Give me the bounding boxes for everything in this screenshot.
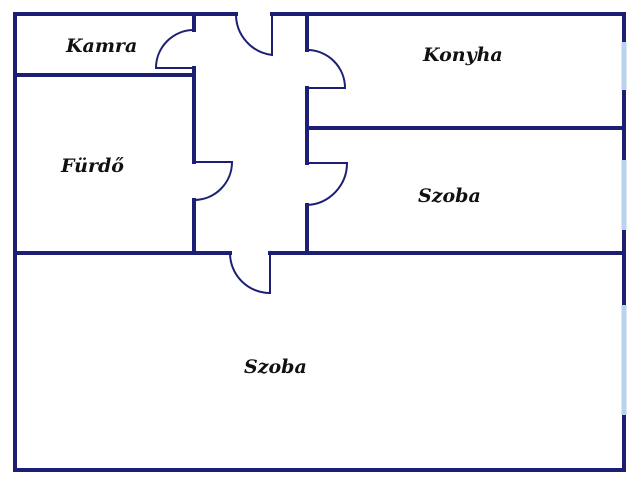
label-szoba-small: Szoba: [418, 185, 481, 207]
walls: [13, 12, 626, 472]
doors: [154, 13, 349, 295]
label-szoba-large: Szoba: [244, 356, 307, 378]
furdo-door: [193, 161, 234, 201]
label-kamra: Kamra: [65, 35, 137, 57]
label-furdo: Fürdő: [60, 155, 124, 177]
entrance-door: [234, 13, 273, 57]
label-konyha: Konyha: [422, 44, 503, 66]
room-labels: Kamra Konyha Fürdő Szoba Szoba: [60, 35, 503, 378]
konyha-door: [306, 49, 347, 89]
kamra-door: [154, 29, 195, 69]
szoba-large-door: [229, 252, 271, 295]
szoba-small-door: [306, 162, 349, 206]
